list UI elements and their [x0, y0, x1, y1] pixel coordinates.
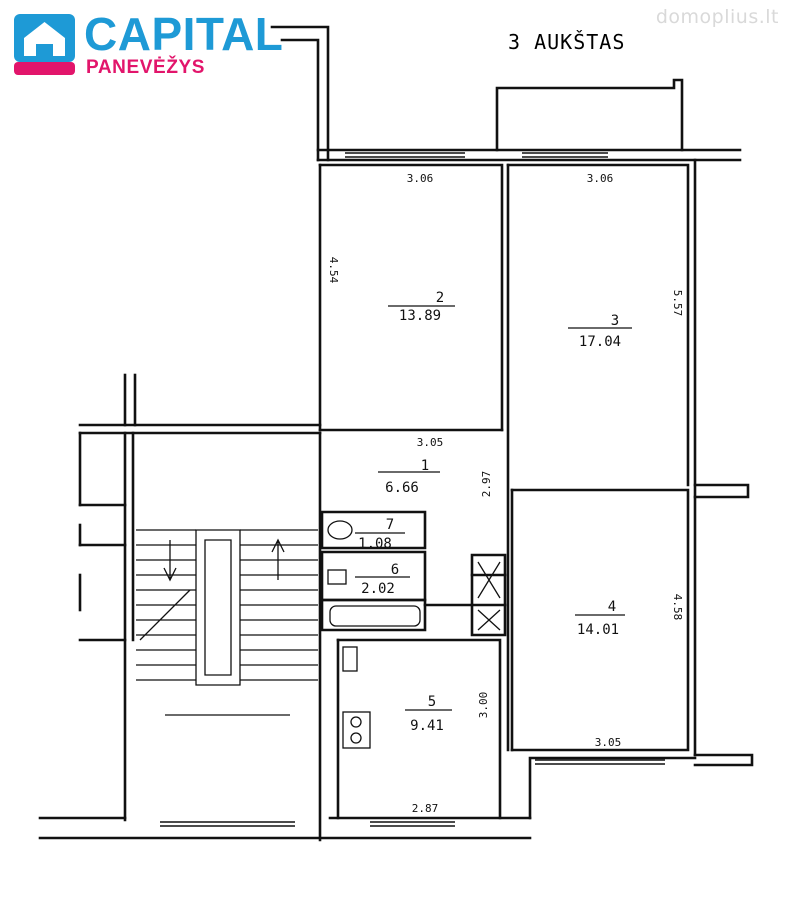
- room-area-4: 14.01: [577, 622, 619, 638]
- room-number-4: 4: [608, 599, 616, 615]
- room-number-5: 5: [428, 694, 436, 710]
- room-number-7: 7: [386, 517, 394, 533]
- walls: [38, 25, 754, 842]
- floor-title: 3 AUKŠTAS: [508, 30, 626, 54]
- dim-room4-length: 4.58: [671, 594, 684, 621]
- dim-hall-width: 3.05: [417, 436, 444, 449]
- capital-logo-icon: [14, 14, 75, 75]
- dim-room4-width: 3.05: [595, 736, 622, 749]
- room-area-5: 9.41: [410, 718, 444, 734]
- dim-room3-width: 3.06: [587, 172, 614, 185]
- room-number-1: 1: [421, 458, 429, 474]
- fixtures: [327, 520, 501, 749]
- room-number-2: 2: [436, 290, 444, 306]
- brand-city: PANEVĖŽYS: [86, 57, 206, 78]
- room-number-3: 3: [611, 313, 619, 329]
- dimension-labels: 3.06 3.06 4.54 5.57 3.05 2.97 4.58 3.05 …: [327, 172, 684, 815]
- room-number-6: 6: [391, 562, 399, 578]
- dim-hall-length: 2.97: [480, 471, 493, 498]
- brand-name: CAPITAL: [84, 8, 284, 60]
- room-area-3: 17.04: [579, 334, 621, 350]
- dim-kitchen-length: 3.00: [477, 692, 490, 719]
- stairs: [136, 529, 318, 716]
- room-area-7: 1.08: [358, 536, 392, 552]
- watermark: domoplius.lt: [655, 6, 779, 28]
- dim-room2-length: 4.54: [327, 257, 340, 284]
- room-labels: 2 13.89 3 17.04 1 6.66 7 1.08 6 2.02 4 1…: [355, 290, 632, 734]
- room-area-1: 6.66: [385, 480, 419, 496]
- room-area-6: 2.02: [361, 581, 395, 597]
- windows: [160, 152, 665, 827]
- room-area-2: 13.89: [399, 308, 441, 324]
- dim-room2-width: 3.06: [407, 172, 434, 185]
- dim-kitchen-width: 2.87: [412, 802, 439, 815]
- dim-room3-length: 5.57: [671, 290, 684, 317]
